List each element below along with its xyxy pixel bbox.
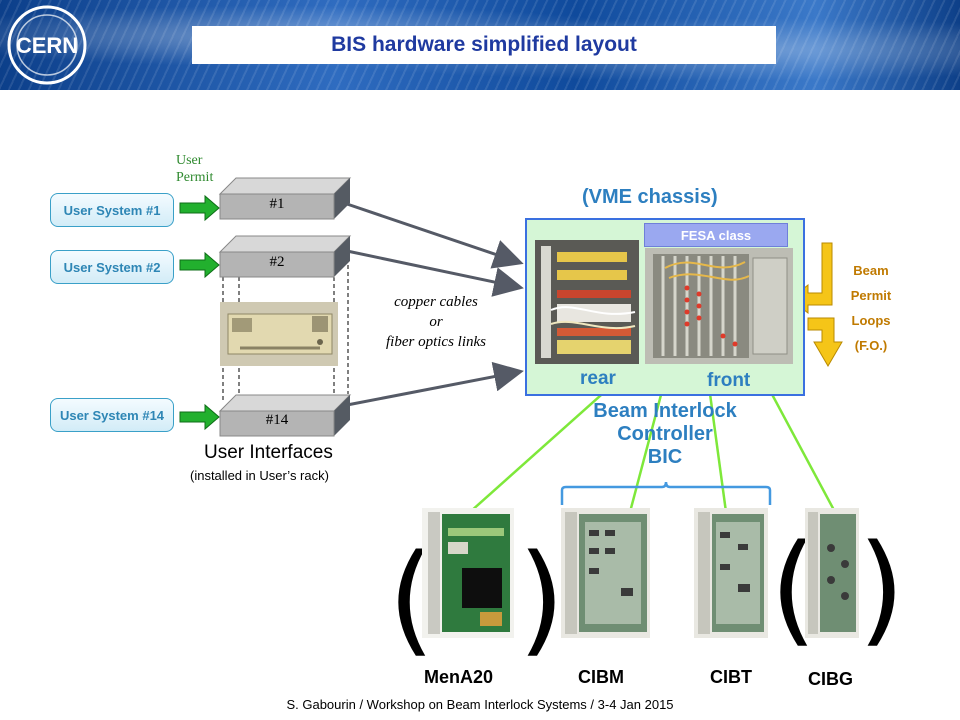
user-interfaces-title: User Interfaces: [204, 442, 333, 463]
cibm-board-photo: [561, 508, 650, 638]
user-permit-arrows: [179, 194, 220, 431]
cables-label-line-1: copper cables: [394, 294, 478, 310]
mena20-board-photo: [422, 508, 514, 638]
bic-label: Beam Interlock Controller BIC: [560, 400, 770, 469]
beam-permit-line-2: Permit: [850, 288, 892, 303]
vme-chassis-label: (VME chassis): [582, 186, 718, 208]
rear-label: rear: [580, 368, 616, 389]
user-system-14: User System #14: [50, 398, 174, 432]
ui-box-2-label: #2: [269, 254, 285, 270]
cibt-board-photo: [694, 508, 768, 638]
board-label-cibg: CIBG: [808, 669, 853, 689]
beam-permit-line-1: Beam: [853, 263, 889, 278]
user-permit-label: User Permit: [176, 153, 214, 185]
cables-label-line-3: fiber optics links: [386, 334, 486, 350]
board-label-mena20: MenA20: [424, 667, 494, 687]
cables-label-line-2: or: [429, 314, 443, 330]
footer-credit: S. Gabourin / Workshop on Beam Interlock…: [286, 697, 674, 712]
ui-box-1: [218, 177, 352, 220]
bic-label-line-3: BIC: [647, 446, 683, 468]
paren-close-2: ): [858, 520, 905, 659]
fesa-class-label: FESA class: [644, 223, 788, 247]
cibg-board-photo: [805, 508, 859, 638]
bic-brace: [560, 481, 772, 505]
ui-box-1-label: #1: [269, 196, 285, 212]
paren-close-1: ): [518, 530, 565, 669]
beam-permit-line-3: Loops: [851, 313, 891, 328]
rear-photo: [535, 240, 639, 364]
cables-label: copper cables or fiber optics links: [366, 292, 506, 352]
svg-text:CERN: CERN: [16, 33, 78, 58]
page-title: BIS hardware simplified layout: [192, 26, 776, 64]
ui-box-14: [218, 394, 352, 437]
bic-label-line-2: Controller: [617, 423, 713, 445]
front-label: front: [707, 370, 751, 391]
board-label-cibm: CIBM: [578, 667, 624, 687]
front-photo: [645, 248, 793, 364]
user-interfaces-subtitle: (installed in User’s rack): [190, 468, 329, 483]
beam-permit-line-4: (F.O.): [854, 338, 888, 353]
beam-permit-label: Beam Permit Loops (F.O.): [840, 258, 902, 358]
user-system-2: User System #2: [50, 250, 174, 284]
bic-label-line-1: Beam Interlock: [593, 400, 737, 422]
user-system-1: User System #1: [50, 193, 174, 227]
board-label-cibt: CIBT: [710, 667, 752, 687]
ui-box-2: [218, 235, 352, 278]
user-interface-photo: [220, 302, 338, 366]
ui-box-14-label: #14: [265, 412, 289, 428]
cern-logo: CERN: [7, 5, 87, 85]
